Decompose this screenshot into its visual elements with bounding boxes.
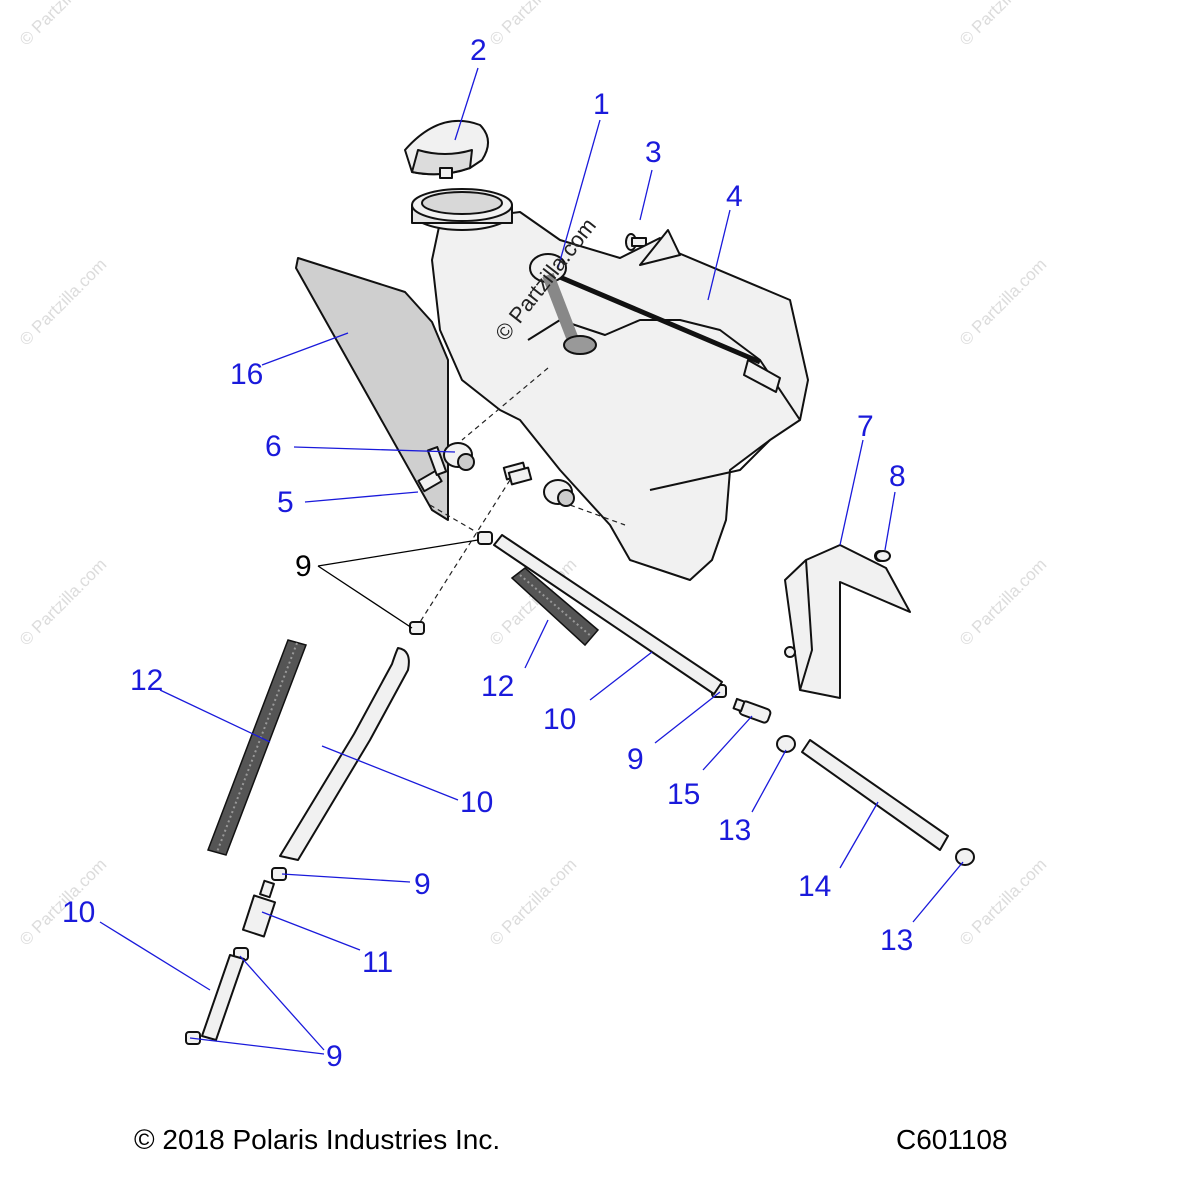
grommet xyxy=(543,479,575,507)
fuel-hose-short xyxy=(201,954,245,1041)
fuel-hose-bent xyxy=(279,647,410,861)
clamp-13 xyxy=(955,848,975,866)
callout-10: 10 xyxy=(62,896,96,929)
callout-7: 7 xyxy=(857,410,874,443)
callout-10: 10 xyxy=(460,786,494,819)
callout-11: 11 xyxy=(362,946,394,979)
elbow-fitting-5 xyxy=(417,446,448,493)
bolt-3 xyxy=(625,233,647,251)
callout-15: 15 xyxy=(667,778,701,811)
callout-3: 3 xyxy=(645,136,662,169)
callout-9: 9 xyxy=(326,1040,343,1073)
callout-13: 13 xyxy=(718,814,752,847)
vent-hose xyxy=(801,739,949,851)
callout-6: 6 xyxy=(265,430,282,463)
callout-9: 9 xyxy=(627,743,644,776)
callout-1: 1 xyxy=(593,88,610,121)
callout-9: 9 xyxy=(295,550,312,583)
corrugated-hose-long xyxy=(207,639,307,856)
clamp xyxy=(409,621,425,635)
callout-2: 2 xyxy=(470,34,487,67)
clamp-13 xyxy=(776,735,796,753)
callout-13: 13 xyxy=(880,924,914,957)
callout-4: 4 xyxy=(726,180,743,213)
heat-shield xyxy=(295,257,449,521)
clamp xyxy=(477,531,493,545)
fuel-filter xyxy=(241,879,277,938)
fuel-cap xyxy=(404,119,489,179)
callout-16: 16 xyxy=(230,358,264,391)
fuel-tank xyxy=(411,188,809,581)
bolt-8 xyxy=(875,550,891,562)
callout-9: 9 xyxy=(414,868,431,901)
callout-12: 12 xyxy=(130,664,164,697)
callout-10: 10 xyxy=(543,703,577,736)
copyright-text: © 2018 Polaris Industries Inc. xyxy=(134,1124,501,1155)
corrugated-hose-short xyxy=(510,567,600,647)
callout-14: 14 xyxy=(798,870,832,903)
callout-5: 5 xyxy=(277,486,294,519)
fuel-hose xyxy=(493,534,723,695)
grommet-6 xyxy=(443,442,475,471)
elbow-fitting xyxy=(502,461,533,486)
callout-8: 8 xyxy=(889,460,906,493)
callout-12: 12 xyxy=(481,670,515,703)
drawing-number: C601108 xyxy=(896,1124,1008,1155)
check-valve xyxy=(732,697,772,724)
mounting-bracket xyxy=(784,544,911,699)
